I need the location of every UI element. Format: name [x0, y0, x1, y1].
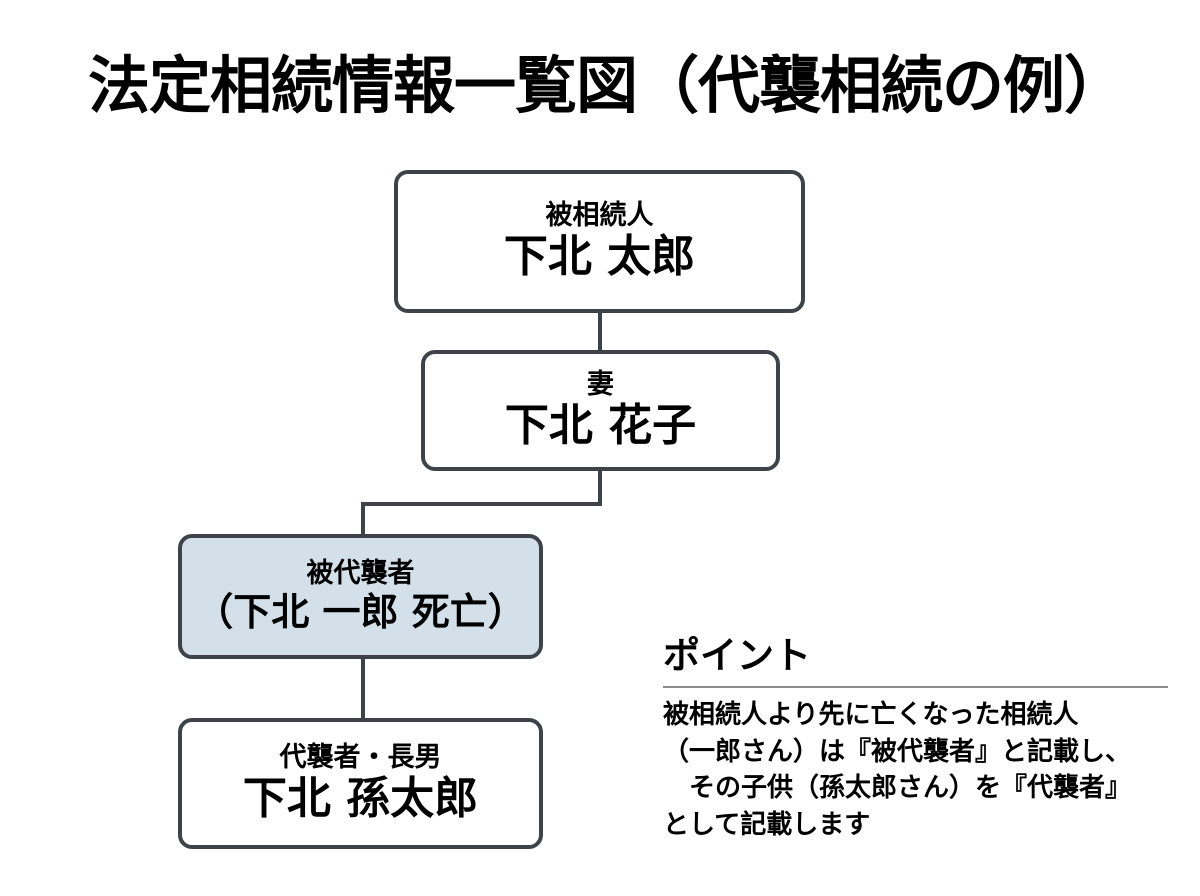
- point-body-line: その子供（孫太郎さん）を『代襲者』: [663, 773, 1132, 804]
- node-name-spouse: 下北 花子: [504, 400, 697, 452]
- connector-decedent-to-spouse: [598, 309, 602, 354]
- node-name-decedent: 下北 太郎: [503, 231, 696, 283]
- node-role-spouse: 妻: [587, 368, 614, 400]
- node-name-predeceased: （下北 一郎 死亡）: [195, 590, 526, 635]
- node-role-substitute: 代襲者・長男: [279, 741, 442, 773]
- point-body: 被相続人より先に亡くなった相続人 （一郎さん）は『被代襲者』と記載し、 その子供…: [663, 697, 1171, 843]
- connector-to-predeceased: [361, 502, 365, 538]
- node-role-decedent: 被相続人: [545, 199, 654, 231]
- node-box-substitute[interactable]: 代襲者・長男 下北 孫太郎: [178, 718, 543, 849]
- node-box-decedent[interactable]: 被相続人 下北 太郎: [394, 170, 805, 313]
- node-box-spouse[interactable]: 妻 下北 花子: [421, 350, 780, 471]
- connector-spouse-horizontal: [361, 502, 602, 506]
- point-heading: ポイント: [663, 634, 811, 677]
- node-role-predeceased: 被代襲者: [306, 558, 415, 590]
- point-divider: [663, 686, 1168, 689]
- connector-predeceased-to-substitute: [361, 655, 365, 722]
- page-title: 法定相続情報一覧図（代襲相続の例）: [88, 49, 1126, 122]
- point-body-line: として記載します: [663, 809, 871, 840]
- point-body-line: （一郎さん）は『被代襲者』と記載し、: [663, 736, 1132, 767]
- point-panel: ポイント 被相続人より先に亡くなった相続人 （一郎さん）は『被代襲者』と記載し、…: [663, 634, 1171, 843]
- node-box-predeceased[interactable]: 被代襲者 （下北 一郎 死亡）: [178, 534, 543, 659]
- node-name-substitute: 下北 孫太郎: [242, 773, 479, 825]
- point-body-line: 被相続人より先に亡くなった相続人: [663, 700, 1079, 731]
- connector-spouse-down: [598, 467, 602, 506]
